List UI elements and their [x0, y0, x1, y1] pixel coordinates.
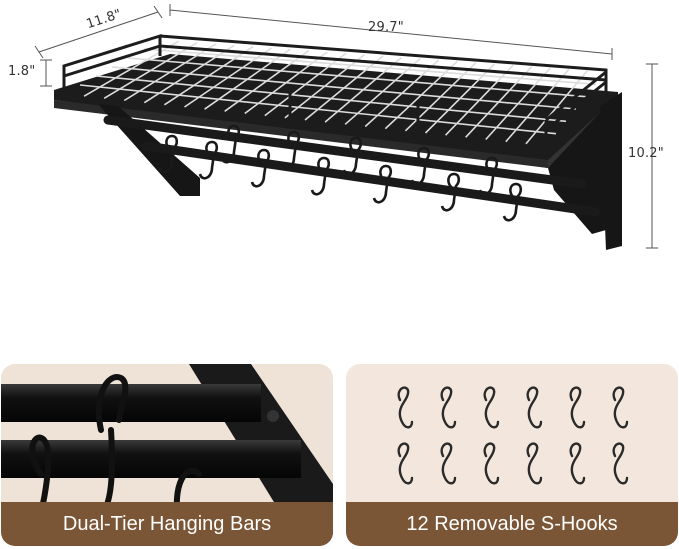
s-hook	[569, 442, 586, 485]
s-hook	[483, 442, 500, 485]
guard-rails	[62, 33, 608, 146]
s-hook	[310, 156, 331, 196]
s-hooks-detail-panel: 12 Removable S-Hooks	[346, 364, 678, 546]
wire-grid	[79, 40, 597, 145]
length-label: 29.7"	[368, 20, 404, 35]
s-hook	[397, 442, 414, 485]
dimension-lines	[34, 4, 658, 249]
s-hook	[372, 164, 393, 204]
caption-bar	[346, 502, 678, 546]
caption-bar	[1, 502, 333, 546]
s-hooks-caption: 12 Removable S-Hooks	[406, 513, 618, 535]
s-hooks	[158, 124, 523, 222]
s-hook	[158, 134, 179, 174]
hanging-bars	[103, 115, 601, 217]
shelf-front-face	[54, 100, 548, 168]
s-hook	[440, 386, 457, 429]
s-hook	[502, 182, 523, 222]
s-hook	[198, 140, 219, 180]
s-hooks-grid	[397, 386, 629, 485]
s-hook	[440, 442, 457, 485]
s-hook	[526, 442, 543, 485]
wall-shelf-illustration	[34, 4, 658, 250]
s-hook	[569, 386, 586, 429]
s-hook	[478, 156, 499, 196]
hanging-bars-closeup	[1, 364, 333, 546]
s-hook	[397, 386, 414, 429]
s-hook	[250, 148, 271, 188]
hanging-bars-caption: Dual-Tier Hanging Bars	[62, 513, 272, 535]
s-hook	[280, 130, 301, 170]
total-height-label: 10.2"	[628, 146, 664, 161]
s-hook	[220, 124, 241, 164]
s-hook	[440, 172, 461, 212]
s-hook	[526, 386, 543, 429]
rail-height-label: 1.8"	[8, 64, 36, 79]
s-hook	[612, 386, 629, 429]
s-hook	[483, 386, 500, 429]
s-hook	[612, 442, 629, 485]
s-hook	[410, 146, 431, 186]
s-hook	[342, 136, 363, 176]
hanging-bars-detail-panel: Dual-Tier Hanging Bars	[1, 364, 333, 546]
